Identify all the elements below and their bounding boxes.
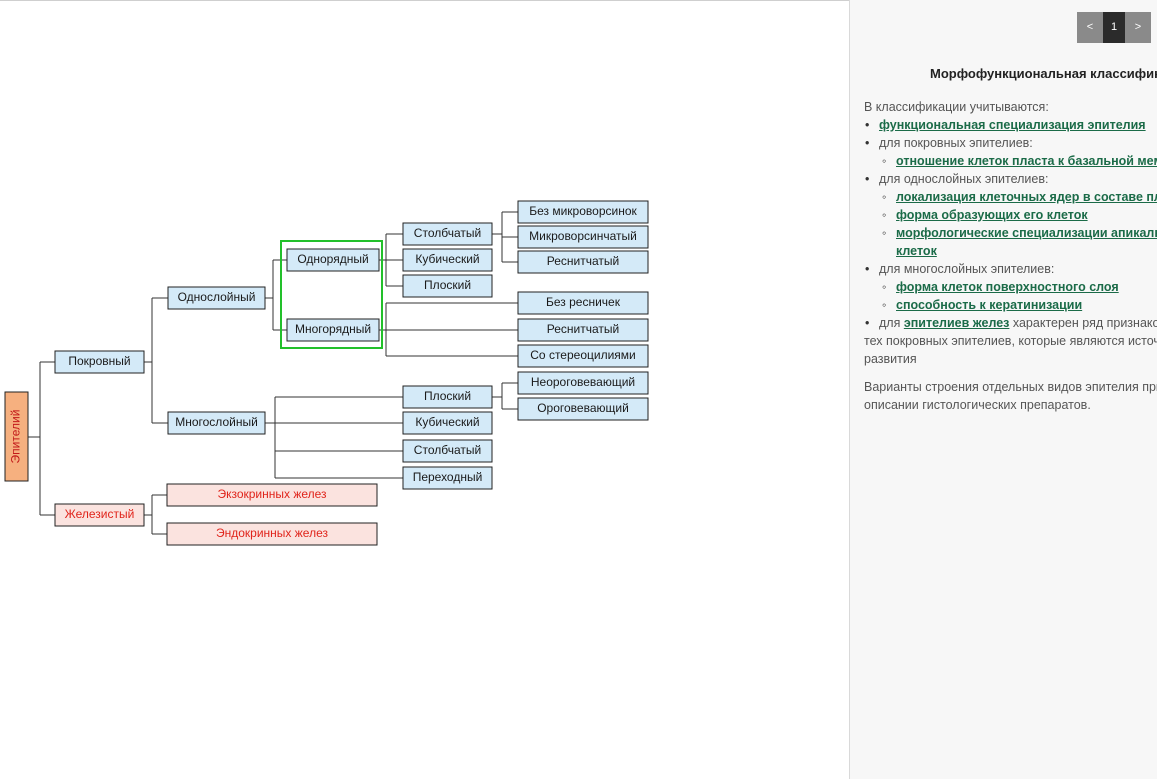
list-item: для многослойных эпителиев:: [864, 260, 1157, 278]
node-mnogosloiny[interactable]: Многослойный: [167, 411, 266, 435]
svg-text:Плоский: Плоский: [424, 389, 471, 403]
svg-text:Железистый: Железистый: [65, 507, 135, 521]
svg-text:Однослойный: Однослойный: [178, 290, 256, 304]
list-item-label: для многослойных эпителиев:: [879, 262, 1055, 276]
next-page-button[interactable]: >: [1125, 12, 1151, 43]
intro-text: В классификации учитываются:: [864, 100, 1049, 114]
list-item: функциональная специализация эпителия: [864, 116, 1157, 134]
svg-text:Эпителий: Эпителий: [9, 410, 23, 464]
node-mr-resnitchaty[interactable]: Реснитчатый: [517, 318, 649, 342]
panel-body: В классификации учитываются: функциональ…: [864, 98, 1157, 414]
panel-title: Морфофункциональная классификация эпител…: [930, 66, 1157, 81]
edge: [28, 361, 55, 516]
link-basal-membrane[interactable]: отношение клеток пласта к базальной мемб…: [896, 154, 1157, 168]
node-mnogoryadny[interactable]: Многорядный: [286, 318, 380, 342]
current-page-button[interactable]: 1: [1103, 12, 1125, 43]
list-item: для эпителиев желез характерен ряд призн…: [864, 314, 1157, 332]
list-item-label: для покровных эпителиев:: [879, 136, 1033, 150]
svg-text:Кубический: Кубический: [415, 415, 479, 429]
list-item-label: для однослойных эпителиев:: [879, 172, 1049, 186]
sub-list-item: форма образующих его клеток: [864, 206, 1157, 224]
sub-list-item-continuation: клеток: [864, 242, 1157, 260]
tree-edges: [28, 211, 518, 535]
info-panel: < 1 > Морфофункциональная классификация …: [849, 0, 1157, 779]
node-mn-stolbchaty[interactable]: Столбчатый: [402, 439, 493, 463]
sub-list-item: способность к кератинизации: [864, 296, 1157, 314]
node-orogovevayushchy[interactable]: Ороговевающий: [517, 397, 649, 421]
diagram-canvas: Эпителий Покровный Железистый Однослойны…: [0, 0, 849, 546]
edge: [265, 396, 403, 479]
svg-text:Многорядный: Многорядный: [295, 322, 371, 336]
node-bez-mikrovorsinok[interactable]: Без микроворсинок: [517, 200, 649, 224]
link-keratinization[interactable]: способность к кератинизации: [896, 298, 1083, 312]
classification-tree: Эпителий Покровный Железистый Однослойны…: [4, 200, 649, 546]
link-surface-layer-shape[interactable]: форма клеток поверхностного слоя: [896, 280, 1119, 294]
svg-text:Без микроворсинок: Без микроворсинок: [529, 204, 637, 218]
sub-list-item: отношение клеток пласта к базальной мемб…: [864, 152, 1157, 170]
list-item-label: характерен ряд признаков,: [1009, 316, 1157, 330]
node-perekhodny[interactable]: Переходный: [402, 466, 493, 490]
svg-text:Экзокринных желез: Экзокринных желез: [217, 487, 327, 501]
edge: [265, 259, 287, 331]
node-odn-resnitchaty[interactable]: Реснитчатый: [517, 250, 649, 274]
edge: [144, 297, 168, 424]
list-item-label: для: [879, 316, 904, 330]
prev-page-button[interactable]: <: [1077, 12, 1103, 43]
node-mn-kubichesky[interactable]: Кубический: [402, 411, 493, 435]
link-apical-specialization[interactable]: морфологические специализации апикальной…: [896, 226, 1157, 240]
svg-text:Эндокринных желез: Эндокринных желез: [216, 526, 328, 540]
svg-text:Кубический: Кубический: [415, 252, 479, 266]
link-apical-specialization-cont[interactable]: клеток: [896, 244, 937, 258]
sub-list-item: локализация клеточных ядер в составе пла…: [864, 188, 1157, 206]
list-item: для покровных эпителиев:: [864, 134, 1157, 152]
list-item-continuation: тех покровных эпителиев, которые являютс…: [864, 334, 1157, 348]
criteria-list: функциональная специализация эпителия дл…: [864, 116, 1157, 368]
link-nuclei-localization[interactable]: локализация клеточных ядер в составе пла…: [896, 190, 1157, 204]
pagination: < 1 >: [1077, 12, 1151, 43]
node-odn-stolbchaty[interactable]: Столбчатый: [402, 222, 493, 246]
svg-text:Покровный: Покровный: [68, 354, 130, 368]
link-functional-specialization[interactable]: функциональная специализация эпителия: [879, 118, 1146, 132]
edge: [379, 302, 518, 357]
link-gland-epithelia[interactable]: эпителиев желез: [903, 316, 1010, 330]
svg-text:Со стереоцилиями: Со стереоцилиями: [530, 348, 635, 362]
svg-text:Неороговевающий: Неороговевающий: [531, 375, 635, 389]
svg-text:Однорядный: Однорядный: [297, 252, 368, 266]
node-root[interactable]: Эпителий: [4, 391, 29, 482]
node-zhelezisty[interactable]: Железистый: [54, 503, 145, 527]
sub-list-item: форма клеток поверхностного слоя: [864, 278, 1157, 296]
outro-text: Варианты строения отдельных видов эпител…: [864, 380, 1157, 394]
node-odn-plosky[interactable]: Плоский: [402, 274, 493, 298]
node-pokrovny[interactable]: Покровный: [54, 350, 145, 374]
svg-text:Реснитчатый: Реснитчатый: [547, 322, 619, 336]
node-so-stereociliyami[interactable]: Со стереоцилиями: [517, 344, 649, 368]
outro-text: описании гистологических препаратов.: [864, 398, 1091, 412]
highlight-frame: [280, 240, 383, 349]
svg-text:Многослойный: Многослойный: [175, 415, 258, 429]
edge: [144, 494, 167, 535]
node-endokrinnykh[interactable]: Эндокринных желез: [166, 522, 378, 546]
edge: [492, 211, 518, 263]
edge: [492, 382, 518, 410]
node-mn-plosky[interactable]: Плоский: [402, 385, 493, 409]
svg-text:Столбчатый: Столбчатый: [414, 443, 481, 457]
list-item: для однослойных эпителиев:: [864, 170, 1157, 188]
svg-text:Микроворсинчатый: Микроворсинчатый: [529, 229, 637, 243]
node-ekzokrinnykh[interactable]: Экзокринных желез: [166, 483, 378, 507]
node-mikrovorsinchaty[interactable]: Микроворсинчатый: [517, 225, 649, 249]
node-bez-resnichek[interactable]: Без ресничек: [517, 291, 649, 315]
svg-text:Столбчатый: Столбчатый: [414, 226, 481, 240]
node-odnoryadny[interactable]: Однорядный: [286, 248, 380, 272]
node-odnosloiny[interactable]: Однослойный: [167, 286, 266, 310]
svg-text:Плоский: Плоский: [424, 278, 471, 292]
node-odn-kubichesky[interactable]: Кубический: [402, 248, 493, 272]
svg-text:Ороговевающий: Ороговевающий: [537, 401, 629, 415]
svg-text:Без ресничек: Без ресничек: [546, 295, 621, 309]
sub-list-item: морфологические специализации апикальной…: [864, 224, 1157, 242]
list-item-continuation: развития: [864, 352, 917, 366]
link-cell-shape[interactable]: форма образующих его клеток: [896, 208, 1088, 222]
svg-text:Реснитчатый: Реснитчатый: [547, 254, 619, 268]
node-neorogovevayushchy[interactable]: Неороговевающий: [517, 371, 649, 395]
svg-text:Переходный: Переходный: [413, 470, 483, 484]
